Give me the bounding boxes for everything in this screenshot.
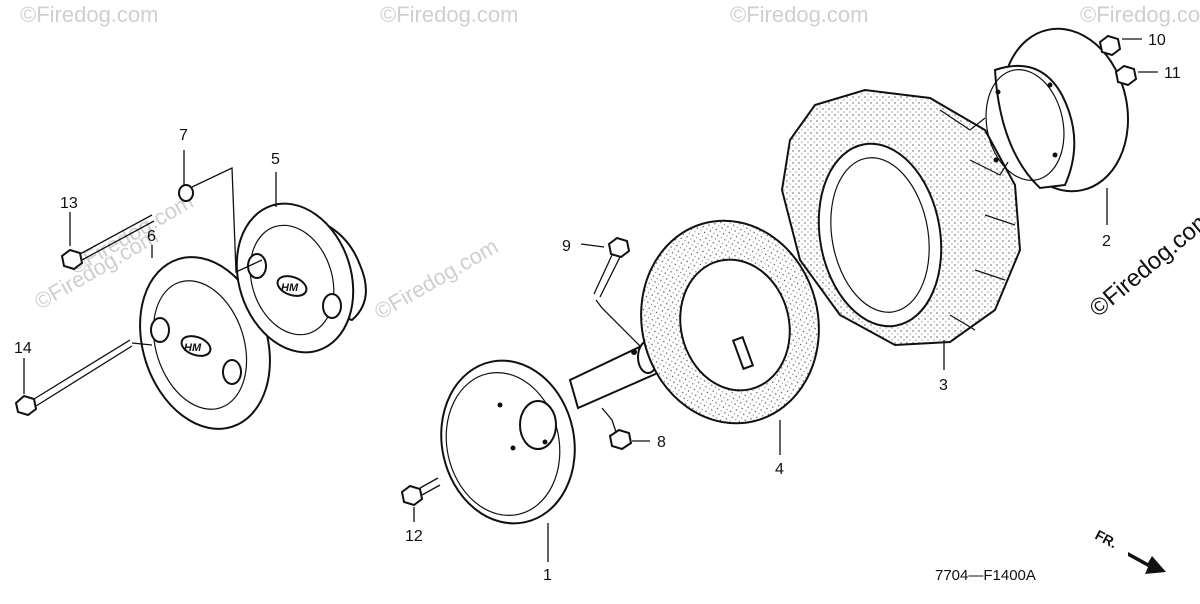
axle-nut — [608, 428, 633, 451]
watermark: ©Firedog.com — [1080, 2, 1200, 27]
axle-bolt — [593, 236, 631, 298]
callout-2: 2 — [1102, 233, 1111, 250]
figure-code: 7704—F1400A — [935, 567, 1036, 584]
nut — [1114, 64, 1138, 87]
washer — [178, 184, 194, 202]
hub-cover-inner: HM — [235, 202, 367, 354]
callout-5: 5 — [271, 151, 280, 168]
inner-tube — [640, 219, 820, 425]
wheel-rim — [440, 340, 662, 525]
logo: HM — [281, 282, 299, 294]
watermark: ©Firedog.com — [380, 2, 518, 27]
watermark: ©Firedog.com — [370, 233, 502, 324]
callout-10: 10 — [1148, 32, 1166, 49]
callout-9: 9 — [562, 238, 571, 255]
callout-7: 7 — [179, 127, 188, 144]
watermark-dark: ©Firedog.com — [1085, 205, 1200, 323]
callout-14: 14 — [14, 340, 32, 357]
arrow-icon — [1128, 552, 1166, 574]
watermark: ©Firedog.com — [730, 2, 868, 27]
rim-bolt — [400, 477, 441, 507]
leader-lines — [23, 38, 1158, 562]
direction-label: FR. — [1093, 527, 1120, 552]
direction-indicator: FR. — [1093, 527, 1166, 574]
callout-11: 11 — [1164, 65, 1181, 82]
callout-3: 3 — [939, 377, 948, 394]
callout-6: 6 — [147, 228, 156, 245]
bolt-short — [60, 214, 155, 271]
callouts: 1 2 3 4 5 6 7 8 9 10 11 12 13 14 — [14, 32, 1181, 584]
callout-1: 1 — [543, 567, 552, 584]
callout-12: 12 — [405, 528, 423, 545]
tire — [780, 88, 1022, 347]
callout-8: 8 — [657, 434, 666, 451]
nut — [1098, 34, 1122, 57]
callout-13: 13 — [60, 195, 78, 212]
watermark: ©Firedog.com — [20, 2, 158, 27]
callout-4: 4 — [775, 461, 784, 478]
wheel-disc — [985, 27, 1129, 193]
bolt-long — [14, 339, 133, 417]
logo: HM — [184, 342, 202, 354]
